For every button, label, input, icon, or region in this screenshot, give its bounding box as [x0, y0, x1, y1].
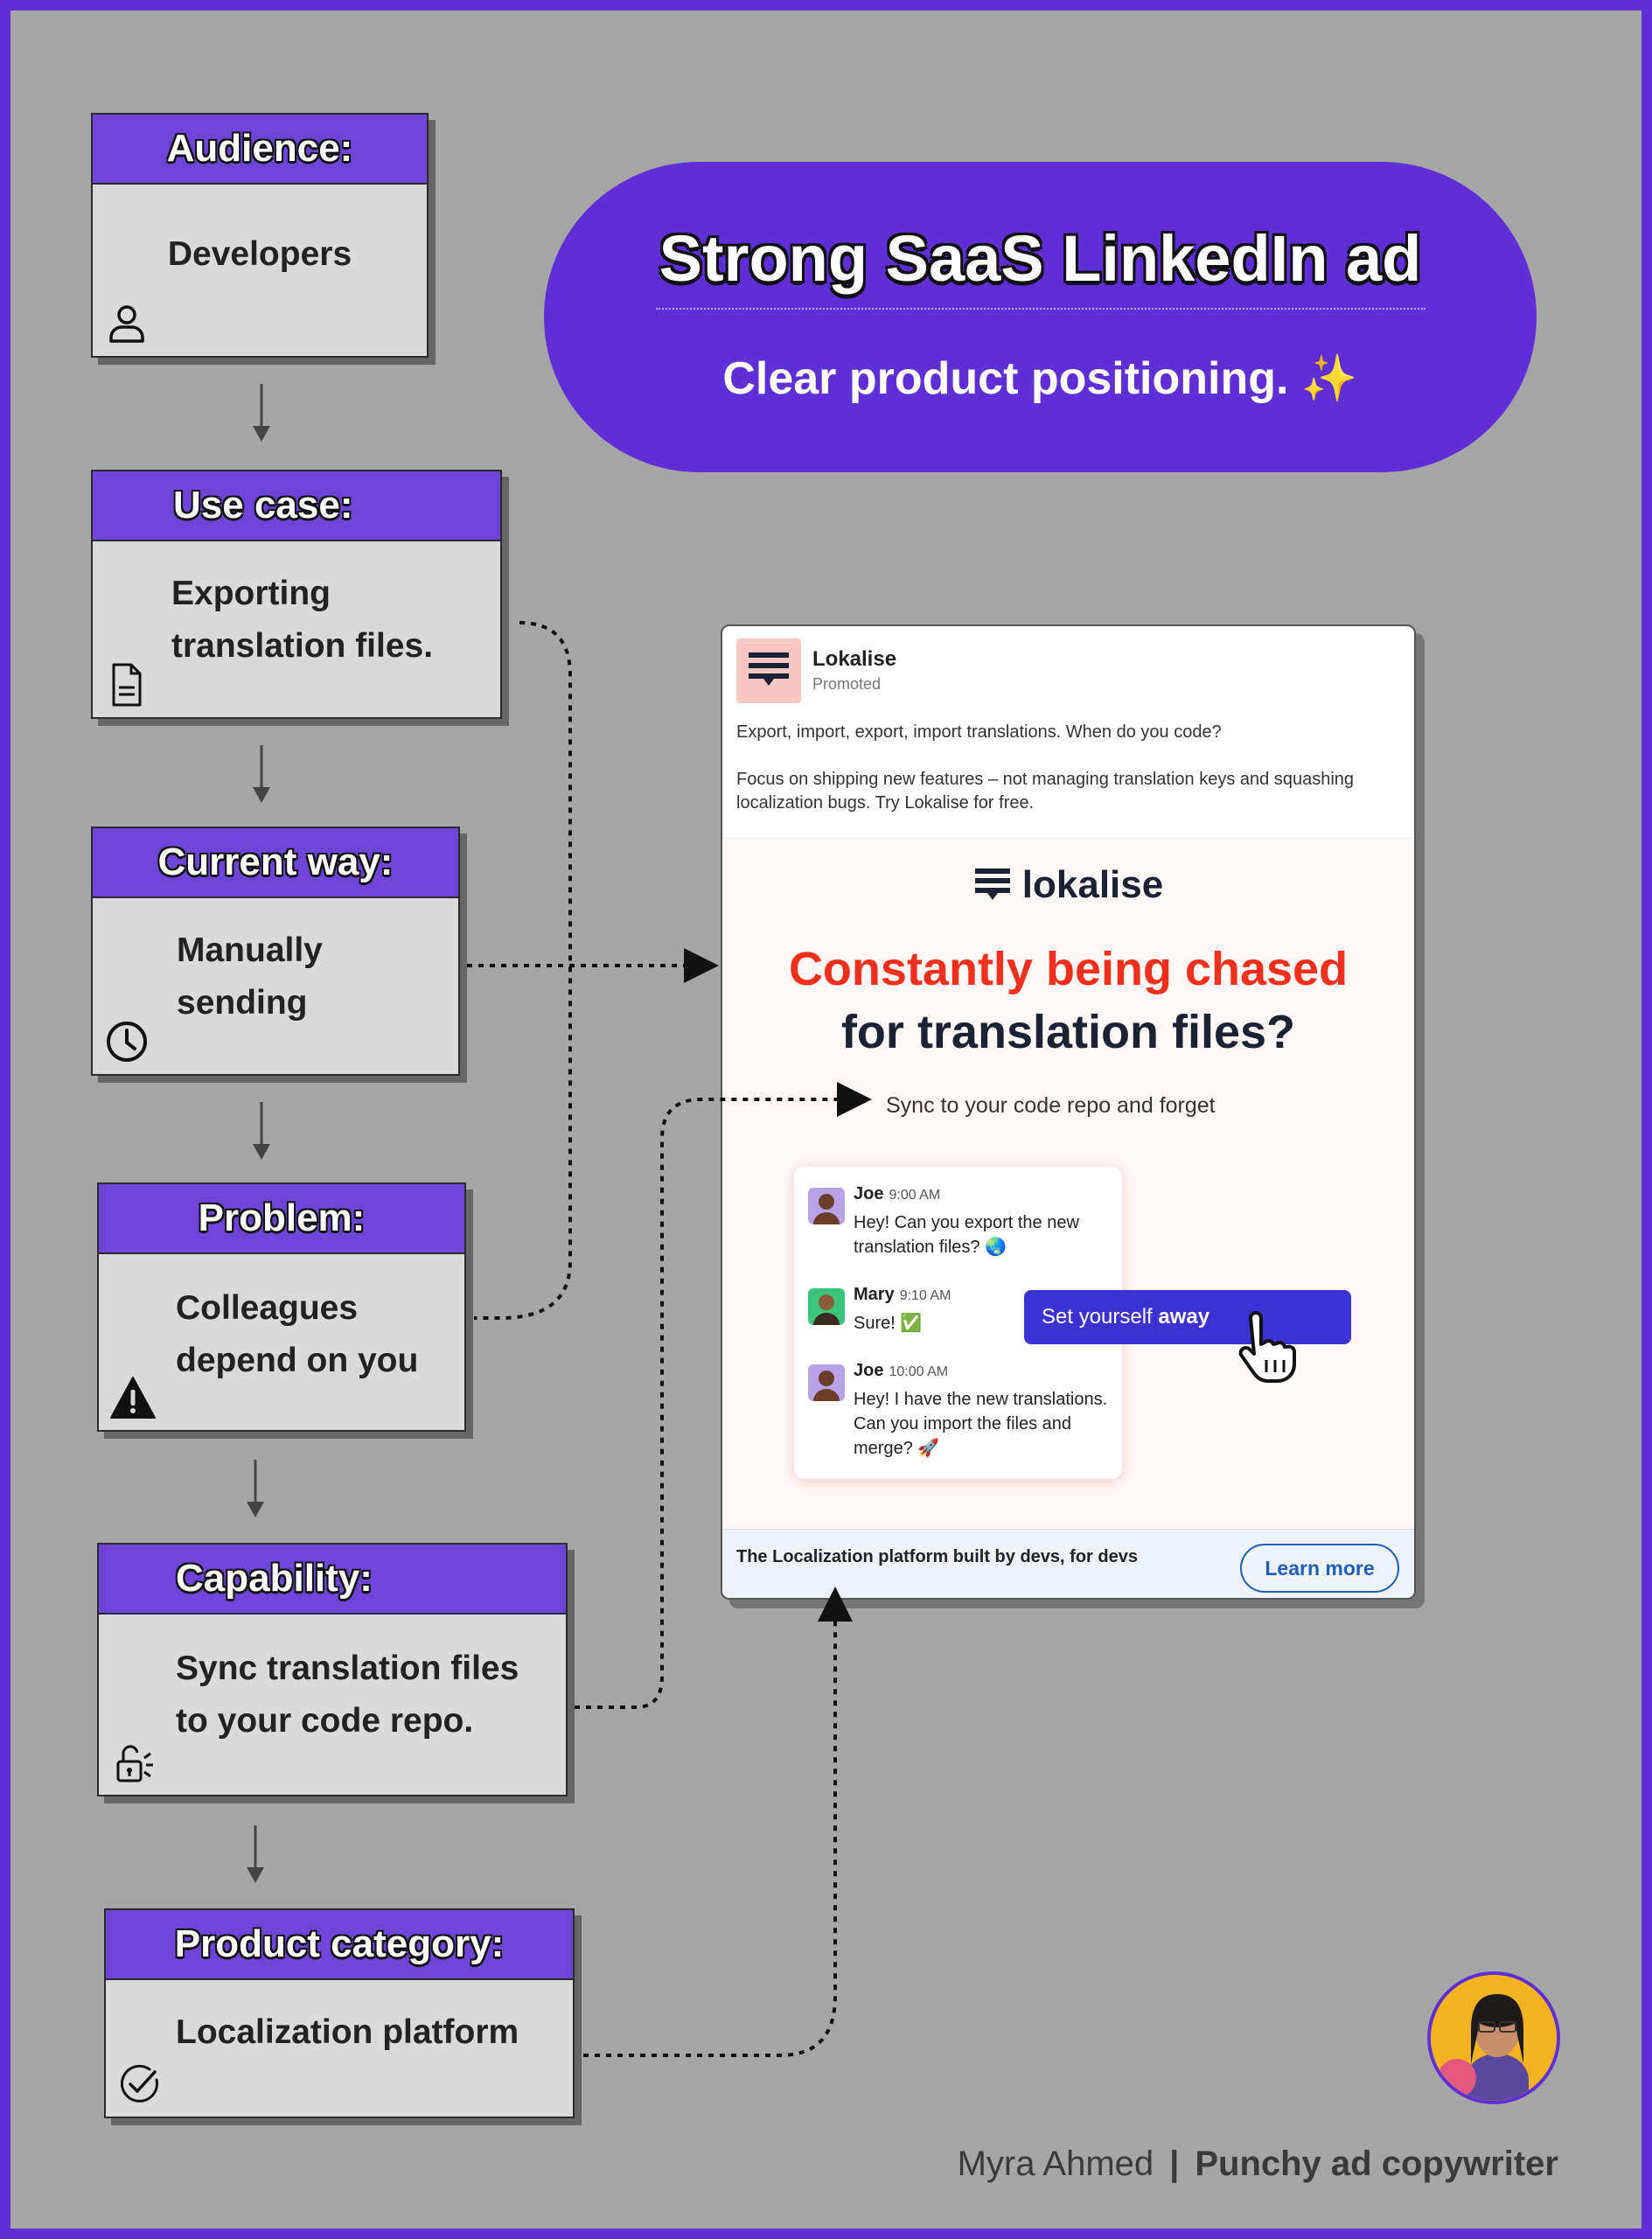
title-divider [655, 308, 1425, 310]
ad-footer-text: The Localization platform built by devs,… [736, 1547, 1138, 1566]
ad-brand-name[interactable]: Lokalise [812, 647, 897, 671]
step-use-case-label: Use case: [93, 471, 500, 541]
step-capability-label: Capability: [99, 1545, 566, 1615]
step-audience-text: Developers [167, 235, 352, 273]
chat-time: 10:00 AM [889, 1364, 949, 1379]
step-capability: Capability: Sync translation files to yo… [97, 1543, 568, 1796]
flow-arrow-3 [253, 1102, 270, 1160]
flow-arrow-2 [253, 745, 270, 803]
chat-sender: Mary [854, 1285, 895, 1304]
avatar [808, 1188, 845, 1224]
chat-sender: Joe [854, 1184, 884, 1203]
check-circle-icon [120, 2064, 158, 2103]
lokalise-wordmark-icon [974, 868, 1010, 900]
step-problem: Problem: Colleagues depend on you [97, 1182, 466, 1432]
author-name: Myra Ahmed [957, 2145, 1154, 2183]
chat-text: Hey! I have the new translations. Can yo… [854, 1390, 1108, 1458]
author-separator: | [1169, 2145, 1180, 2183]
ad-headline-red: Constantly being chased [788, 943, 1349, 995]
set-yourself-away-button[interactable]: Set yourself away [1024, 1290, 1351, 1344]
chat-time: 9:00 AM [889, 1188, 941, 1203]
avatar [808, 1364, 845, 1401]
unlock-icon [116, 1745, 153, 1782]
step-current-way-text: Manually sending [177, 931, 323, 1022]
ad-promoted-label: Promoted [812, 675, 882, 693]
author-avatar [1427, 1971, 1560, 2104]
away-button-bold: away [1158, 1305, 1210, 1329]
canvas: Audience: Developers Use case: Exporting… [10, 10, 1642, 2229]
step-use-case: Use case: Exporting translation files. [91, 470, 502, 719]
flow-arrow-1 [253, 384, 270, 442]
author-credit: Myra Ahmed | Punchy ad copywriter [958, 2145, 1558, 2184]
ad-copy-line-2: Focus on shipping new features – not man… [736, 770, 1355, 813]
warning-icon [110, 1377, 156, 1419]
flow-arrow-4 [247, 1460, 264, 1517]
step-problem-text: Colleagues depend on you [176, 1289, 419, 1379]
ad-copy-line-1: Export, import, export, import translati… [736, 722, 1222, 742]
step-use-case-text: Exporting translation files. [171, 575, 434, 665]
chat-sender: Joe [854, 1361, 884, 1380]
ad-header: Lokalise Promoted [722, 626, 1414, 721]
step-capability-text: Sync translation files to your code repo… [176, 1650, 519, 1740]
clock-icon [107, 1022, 147, 1062]
step-product-category: Product category: Localization platform [104, 1908, 575, 2118]
ad-wordmark: lokalise [722, 863, 1414, 907]
ad-headline-dark: for translation files? [840, 1006, 1296, 1058]
ad-wordmark-text: lokalise [1021, 863, 1164, 906]
step-audience-label: Audience: [93, 115, 427, 185]
step-audience: Audience: Developers [91, 113, 429, 358]
step-current-way-label: Current way: [93, 828, 458, 898]
ad-footer: The Localization platform built by devs,… [722, 1529, 1414, 1598]
step-product-category-label: Product category: [106, 1910, 573, 1980]
step-product-category-text: Localization platform [176, 2013, 519, 2051]
away-button-text: Set yourself [1042, 1305, 1159, 1329]
chat-text: Sure! ✅ [854, 1314, 923, 1333]
step-problem-label: Problem: [99, 1184, 464, 1254]
hand-cursor-icon [1238, 1311, 1296, 1383]
diagram-title: Strong SaaS LinkedIn ad [659, 222, 1422, 295]
title-pill: Strong SaaS LinkedIn ad Clear product po… [544, 162, 1537, 472]
learn-more-button[interactable]: Learn more [1240, 1544, 1399, 1593]
avatar [808, 1288, 845, 1325]
lokalise-logo-icon [736, 638, 801, 703]
diagram-subtitle: Clear product positioning. ✨ [722, 353, 1358, 404]
chat-text: Hey! Can you export the new translation … [854, 1213, 1079, 1257]
linkedin-ad-card: Lokalise Promoted Export, import, export… [721, 624, 1416, 1600]
chat-time: 9:10 AM [899, 1288, 951, 1303]
step-current-way: Current way: Manually sending [91, 827, 460, 1076]
ad-sync-line: Sync to your code repo and forget [886, 1093, 1216, 1118]
ad-creative[interactable]: lokalise Constantly being chased for tra… [722, 838, 1414, 1529]
document-icon [112, 663, 142, 707]
connector-use-case-problem [474, 621, 572, 1320]
connector-category-footer [583, 1587, 853, 2057]
author-role: Punchy ad copywriter [1195, 2145, 1558, 2183]
person-icon [109, 305, 144, 343]
flow-arrow-5 [247, 1825, 264, 1883]
